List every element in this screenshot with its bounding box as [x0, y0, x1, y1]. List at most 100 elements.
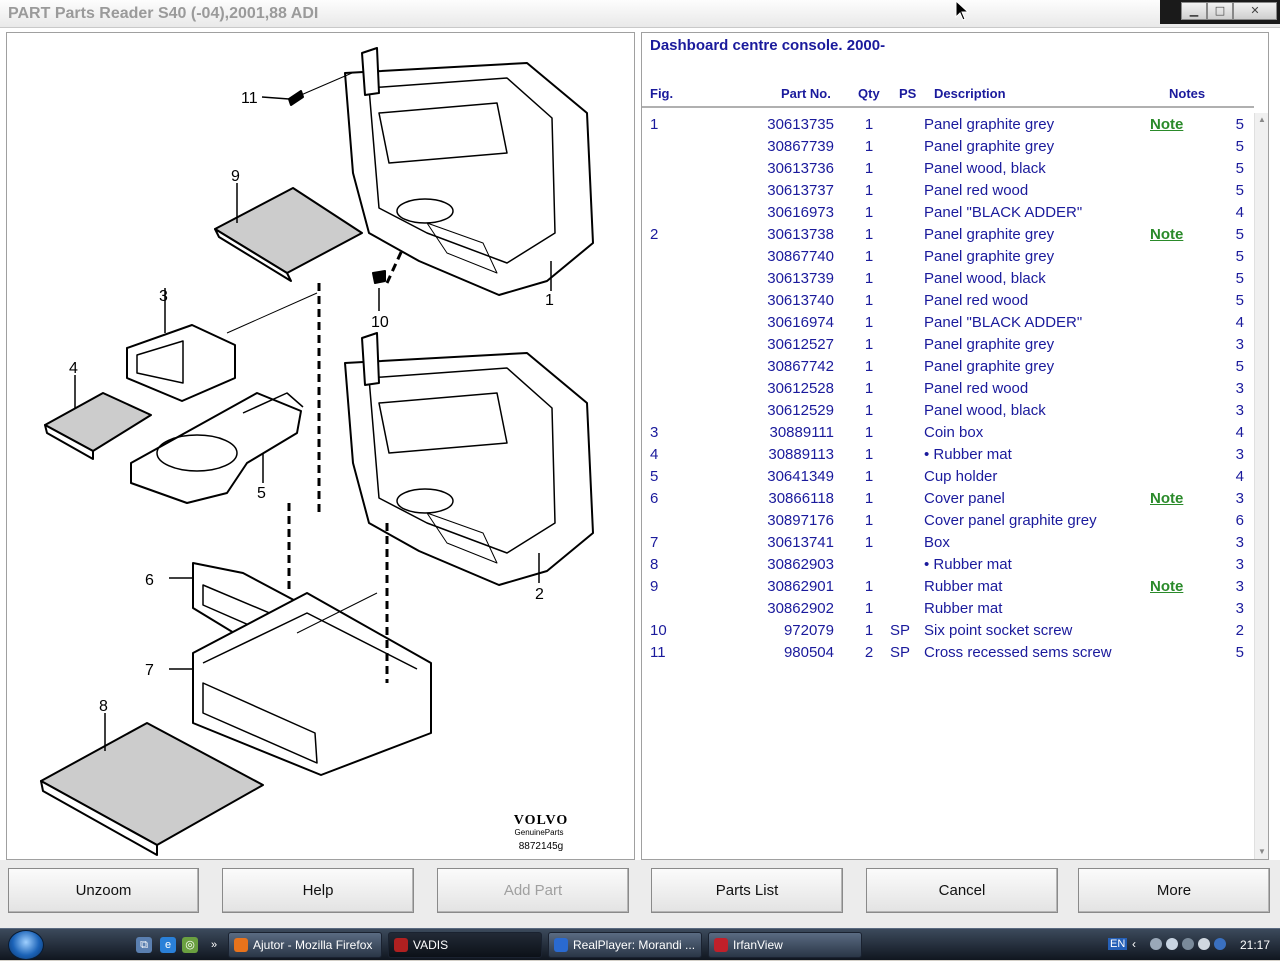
cancel-button[interactable]: Cancel [866, 868, 1058, 913]
mouse-cursor-icon [955, 0, 970, 21]
ps-cell: SP [890, 644, 911, 661]
qty-cell: 1 [864, 358, 874, 375]
clock[interactable]: 21:17 [1240, 938, 1271, 952]
start-button[interactable] [8, 930, 44, 960]
fig-cell: 8 [650, 556, 659, 573]
tray-display-icon[interactable] [1166, 938, 1178, 950]
part-no-cell: 30641349 [767, 468, 834, 485]
task-irfanview[interactable]: IrfanView [708, 932, 862, 958]
language-indicator[interactable]: EN [1108, 938, 1128, 950]
fig-cell: 11 [650, 644, 666, 661]
genuine-parts-label: GenuineParts [515, 828, 564, 837]
part-no-cell: 30862903 [767, 556, 834, 573]
qty-cell: 1 [864, 248, 874, 265]
col-description: Description [934, 86, 1006, 101]
quicklaunch-more-icon[interactable]: » [210, 939, 218, 951]
qty-cell: 1 [864, 336, 874, 353]
part-no-cell: 30612527 [767, 336, 834, 353]
qty-cell: 1 [864, 534, 874, 551]
callout-11: 11 [241, 90, 258, 107]
qty-cell: 1 [864, 622, 874, 639]
note-link[interactable]: Note [1150, 116, 1184, 133]
scroll-down-icon[interactable]: ▼ [1258, 847, 1266, 856]
note-link[interactable]: Note [1150, 490, 1184, 507]
tray-volume-icon[interactable] [1198, 938, 1210, 950]
tray-app-icon[interactable] [1214, 938, 1226, 950]
parts-list-button[interactable]: Parts List [651, 868, 843, 913]
description-cell: Panel wood, black [924, 160, 1046, 177]
tray-network-icon[interactable] [1150, 938, 1162, 950]
scroll-up-icon[interactable]: ▲ [1258, 115, 1266, 124]
part-no-cell: 30613738 [767, 226, 834, 243]
description-cell: Panel red wood [924, 182, 1029, 199]
task-realplayer[interactable]: RealPlayer: Morandi ... [548, 932, 702, 958]
qty-cell: 1 [864, 446, 874, 463]
add-part-button[interactable]: Add Part [437, 868, 629, 913]
part-no-cell: 30616973 [767, 204, 834, 221]
ie-icon[interactable]: e [160, 937, 176, 953]
part-no-cell: 30613736 [767, 160, 834, 177]
note-link[interactable]: Note [1150, 578, 1184, 595]
part-no-cell: 30867742 [767, 358, 834, 375]
count-cell: 3 [1235, 446, 1244, 463]
description-cell: Rubber mat [924, 578, 1003, 595]
part-no-cell: 30613735 [767, 116, 834, 133]
tray-expand-icon[interactable]: ‹ [1132, 937, 1136, 951]
tray-connection-icon[interactable] [1182, 938, 1194, 950]
vertical-scrollbar[interactable]: ▲ ▼ [1254, 113, 1268, 859]
maximize-button[interactable]: □ [1207, 2, 1233, 20]
qty-cell: 1 [864, 578, 874, 595]
task-firefox[interactable]: Ajutor - Mozilla Firefox [228, 932, 382, 958]
close-button[interactable]: ✕ [1233, 2, 1277, 20]
fig-cell: 10 [650, 622, 667, 639]
part-no-cell: 30612528 [767, 380, 834, 397]
part-no-cell: 30616974 [767, 314, 834, 331]
show-desktop-icon[interactable]: ⧉ [136, 937, 152, 953]
system-tray: EN ‹ 21:17 [1104, 929, 1280, 961]
help-button[interactable]: Help [222, 868, 414, 913]
quicklaunch-app-icon[interactable]: ◎ [182, 937, 198, 953]
unzoom-button[interactable]: Unzoom [8, 868, 199, 913]
description-cell: Panel "BLACK ADDER" [924, 204, 1083, 221]
description-cell: Panel graphite grey [924, 358, 1055, 375]
exploded-diagram-panel[interactable]: 11 9 3 4 5 6 7 8 1 10 2 VOLVO GenuinePar… [6, 32, 635, 860]
count-cell: 5 [1235, 226, 1244, 243]
col-ps: PS [899, 86, 917, 101]
cup-holder-5 [130, 392, 302, 504]
qty-cell: 1 [864, 182, 874, 199]
qty-cell: 1 [864, 292, 874, 309]
part-no-cell: 30889113 [768, 446, 834, 463]
callout-9: 9 [231, 168, 240, 185]
description-cell: Panel graphite grey [924, 226, 1055, 243]
note-link[interactable]: Note [1150, 226, 1184, 243]
task-vadis[interactable]: VADIS [388, 932, 542, 958]
minimize-button[interactable]: ▁ [1181, 2, 1207, 20]
more-button[interactable]: More [1078, 868, 1270, 913]
